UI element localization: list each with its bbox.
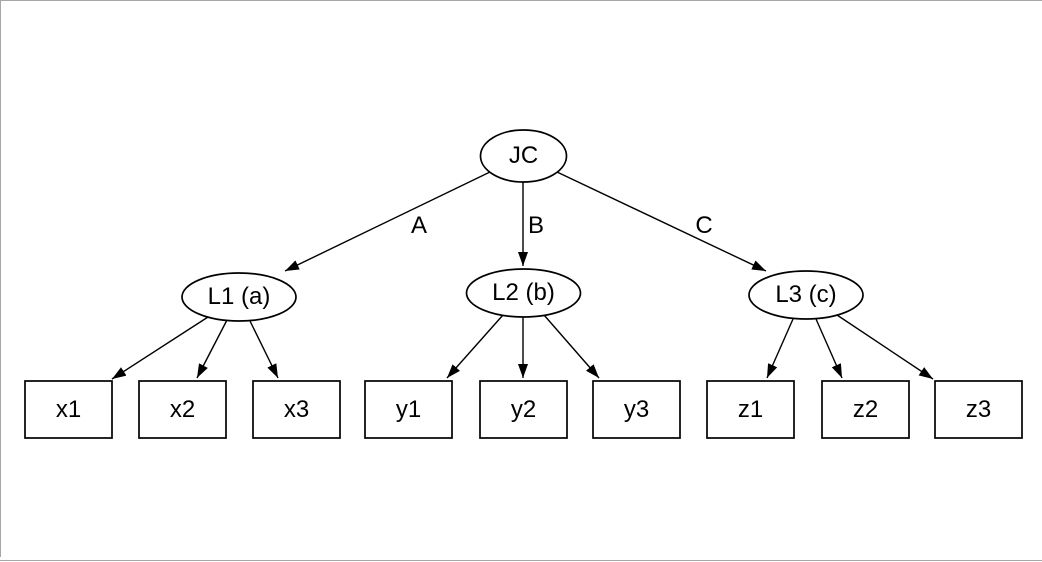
node-jc-label: JC — [509, 142, 538, 169]
edge-l3-z1 — [766, 318, 794, 379]
node-l2-ellipse — [465, 268, 582, 318]
node-l1: L1 (a) — [181, 272, 297, 322]
node-l3-label: L3 (c) — [775, 281, 836, 308]
edge-label-c: C — [695, 212, 712, 239]
node-y3-label: y3 — [624, 396, 649, 423]
edge-label-b: B — [528, 212, 544, 239]
node-l3: L3 (c) — [748, 270, 864, 320]
edge-l2-y1 — [446, 314, 504, 379]
node-z2: z2 — [821, 380, 910, 439]
node-x2: x2 — [138, 380, 227, 439]
node-z1-rect — [706, 380, 795, 439]
node-l1-label: L1 (a) — [208, 283, 271, 310]
node-y1-label: y1 — [396, 396, 421, 423]
edge-l3-z3 — [836, 314, 934, 380]
edge-jc-l2: B — [518, 182, 544, 266]
edge-l2-y3 — [543, 314, 600, 379]
node-z1-label: z1 — [738, 396, 763, 423]
edge-jc-l3: C — [556, 171, 767, 272]
node-z2-label: z2 — [853, 396, 878, 423]
node-z1: z1 — [706, 380, 795, 439]
node-l1-ellipse — [181, 272, 297, 322]
node-y1-rect — [364, 380, 453, 439]
edge-jc-l3-line — [556, 171, 767, 272]
node-l3-ellipse — [748, 270, 864, 320]
node-z3: z3 — [934, 380, 1023, 439]
node-x3-label: x3 — [284, 396, 309, 423]
node-y3: y3 — [592, 380, 681, 439]
node-x2-rect — [138, 380, 227, 439]
node-jc: JC — [479, 129, 568, 183]
node-x2-label: x2 — [170, 396, 195, 423]
node-x3: x3 — [252, 380, 341, 439]
node-x1: x1 — [24, 380, 113, 439]
edge-l3-z2 — [815, 318, 843, 379]
edge-l1-x3 — [249, 320, 279, 379]
node-y1: y1 — [364, 380, 453, 439]
node-x1-rect — [24, 380, 113, 439]
node-y2-rect — [479, 380, 568, 439]
edge-jc-l1: A — [284, 171, 491, 272]
node-z3-label: z3 — [966, 396, 991, 423]
node-y2-label: y2 — [511, 396, 536, 423]
edge-l1-x2 — [196, 319, 228, 379]
node-l2-label: L2 (b) — [492, 279, 555, 306]
edge-jc-l1-line — [284, 171, 491, 272]
node-z3-rect — [934, 380, 1023, 439]
node-l2: L2 (b) — [465, 268, 582, 318]
node-jc-ellipse — [479, 129, 568, 183]
node-x3-rect — [252, 380, 341, 439]
node-y2: y2 — [479, 380, 568, 439]
node-z2-rect — [821, 380, 910, 439]
node-y3-rect — [592, 380, 681, 439]
edge-l1-x1 — [111, 316, 209, 380]
node-x1-label: x1 — [56, 396, 81, 423]
edge-label-a: A — [411, 212, 427, 239]
